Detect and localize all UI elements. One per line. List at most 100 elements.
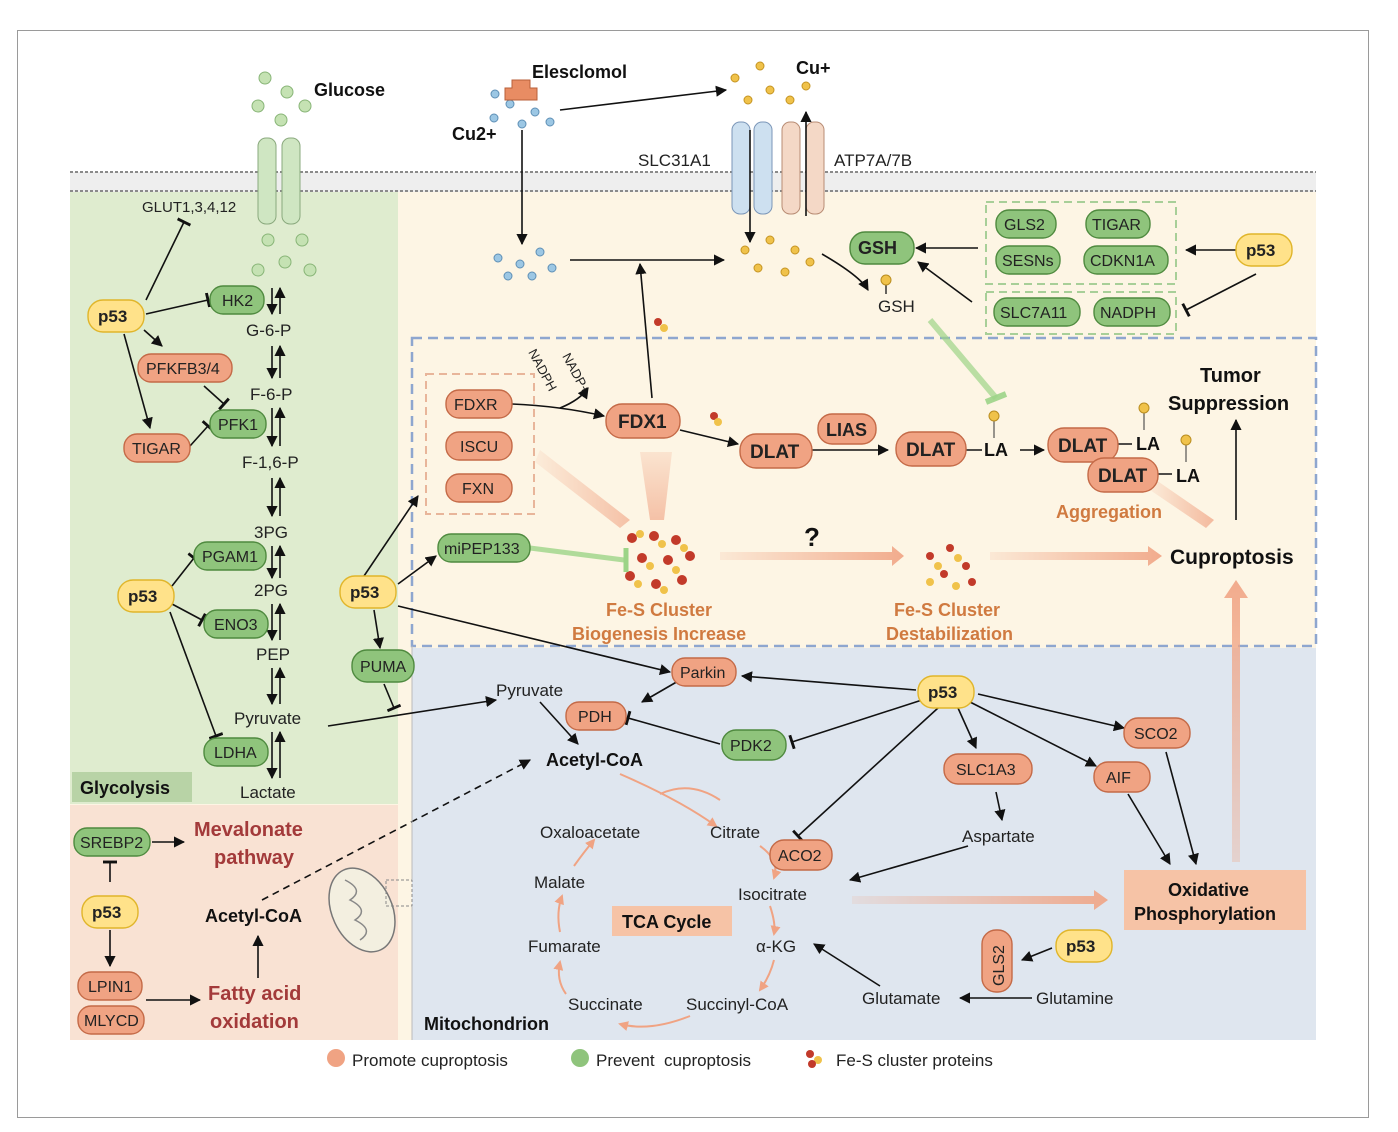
node-eno3: ENO3 xyxy=(203,609,269,639)
arrow-fes-destab xyxy=(720,546,904,566)
glucose-molecules xyxy=(251,71,317,277)
svg-text:GSH: GSH xyxy=(858,238,897,258)
node-p53-d: p53 xyxy=(339,575,397,609)
label-glucose: Glucose xyxy=(314,80,385,100)
label-fes-increase-1: Fe-S Cluster xyxy=(606,600,712,620)
node-sesns: SESNs xyxy=(995,245,1061,275)
svg-text:FXN: FXN xyxy=(462,481,494,498)
label-pep: PEP xyxy=(256,645,290,664)
arrow-aggregation-cuproptosis xyxy=(1150,480,1214,528)
node-pgam1: PGAM1 xyxy=(193,541,267,571)
node-fxn: FXN xyxy=(445,473,513,503)
svg-text:p53: p53 xyxy=(350,583,379,602)
label-question: ? xyxy=(804,522,820,552)
glycolysis-reversible-arrows xyxy=(266,286,286,780)
node-gls2-vertical: GLS2 xyxy=(981,929,1013,993)
label-fes-destab-1: Fe-S Cluster xyxy=(894,600,1000,620)
label-malate: Malate xyxy=(534,873,585,892)
node-lpin1: LPIN1 xyxy=(77,971,143,1001)
fes-cluster-icons xyxy=(625,318,976,594)
arrow-fdx1-fes xyxy=(640,452,672,520)
node-tigar-left: TIGAR xyxy=(123,433,191,463)
label-la-1: LA xyxy=(984,440,1008,460)
svg-text:LDHA: LDHA xyxy=(214,745,257,762)
node-p53-a: p53 xyxy=(87,299,145,333)
node-parkin: Parkin xyxy=(671,657,737,687)
svg-text:GLS2: GLS2 xyxy=(991,945,1008,986)
svg-text:p53: p53 xyxy=(928,683,957,702)
node-p53-g: p53 xyxy=(1055,929,1113,963)
node-pfk1: PFK1 xyxy=(209,409,267,439)
label-f6p: F-6-P xyxy=(250,385,293,404)
label-akg: α-KG xyxy=(756,937,796,956)
svg-text:p53: p53 xyxy=(128,587,157,606)
svg-text:AIF: AIF xyxy=(1106,770,1131,787)
svg-text:SESNs: SESNs xyxy=(1002,253,1054,270)
cuproptosis-dashed-box xyxy=(410,336,1318,648)
slc31a1-transporter xyxy=(731,121,773,215)
svg-text:PFKFB3/4: PFKFB3/4 xyxy=(146,361,220,378)
svg-text:SREBP2: SREBP2 xyxy=(80,835,143,852)
node-pdk2: PDK2 xyxy=(721,729,787,761)
legend-promote-swatch xyxy=(327,1049,345,1067)
label-oxphos-2: Phosphorylation xyxy=(1134,904,1276,924)
label-cu-plus: Cu+ xyxy=(796,58,831,78)
label-glutamate: Glutamate xyxy=(862,989,940,1008)
svg-text:FDX1: FDX1 xyxy=(618,412,667,433)
svg-text:CDKN1A: CDKN1A xyxy=(1090,253,1155,270)
label-citrate: Citrate xyxy=(710,823,760,842)
node-gsh: GSH xyxy=(849,231,915,265)
glycolysis-tag xyxy=(72,772,192,802)
node-dlat-2: DLAT xyxy=(895,431,967,467)
label-tca: TCA Cycle xyxy=(622,912,711,932)
label-g6p: G-6-P xyxy=(246,321,291,340)
node-pfkfb: PFKFB3/4 xyxy=(137,353,233,383)
label-la-2: LA xyxy=(1136,434,1160,454)
label-succinate: Succinate xyxy=(568,995,643,1014)
cell-membrane xyxy=(70,171,1316,192)
svg-text:DLAT: DLAT xyxy=(1058,436,1108,457)
node-aif: AIF xyxy=(1093,761,1151,793)
label-glutamine: Glutamine xyxy=(1036,989,1113,1008)
node-fdxr: FDXR xyxy=(445,389,513,419)
node-dlat-1: DLAT xyxy=(739,433,813,469)
node-puma: PUMA xyxy=(351,649,415,683)
node-lias: LIAS xyxy=(817,413,877,445)
mipep-inhibit-line xyxy=(529,545,625,563)
svg-text:FDXR: FDXR xyxy=(454,397,498,414)
label-acetyl-coa-left: Acetyl-CoA xyxy=(205,906,302,926)
node-p53-e: p53 xyxy=(1235,233,1293,267)
label-oxphos-1: Oxidative xyxy=(1168,880,1249,900)
svg-text:TIGAR: TIGAR xyxy=(132,441,181,458)
label-atp7: ATP7A/7B xyxy=(834,151,912,170)
arrow-isocitrate-oxphos xyxy=(852,890,1108,910)
label-oxaloacetate: Oxaloacetate xyxy=(540,823,640,842)
atp7-transporter xyxy=(781,121,825,215)
label-elesclomol: Elesclomol xyxy=(532,62,627,82)
label-mevalonate-1: Mevalonate xyxy=(194,819,303,841)
node-aco2: ACO2 xyxy=(769,839,833,871)
label-3pg: 3PG xyxy=(254,523,288,542)
legend-fes-label: Fe-S cluster proteins xyxy=(836,1051,993,1070)
label-fatty-acid-2: oxidation xyxy=(210,1011,299,1033)
node-slc1a3: SLC1A3 xyxy=(943,753,1033,785)
mitochondrion-region xyxy=(412,648,1316,1040)
label-fumarate: Fumarate xyxy=(528,937,601,956)
svg-text:LIAS: LIAS xyxy=(826,420,867,440)
fes-assembly-box xyxy=(425,373,535,515)
label-cu2-plus: Cu2+ xyxy=(452,124,497,144)
svg-text:DLAT: DLAT xyxy=(906,440,956,461)
label-mevalonate-2: pathway xyxy=(214,847,295,869)
svg-text:ACO2: ACO2 xyxy=(778,848,822,865)
elesclomol-icon xyxy=(504,79,538,101)
svg-text:HK2: HK2 xyxy=(222,293,253,310)
svg-text:Parkin: Parkin xyxy=(680,665,725,682)
svg-text:ISCU: ISCU xyxy=(460,439,498,456)
label-tumor-1: Tumor xyxy=(1200,365,1261,387)
node-p53-b: p53 xyxy=(117,579,175,613)
arrow-oxphos-cuproptosis xyxy=(1224,580,1248,862)
svg-text:DLAT: DLAT xyxy=(1098,466,1148,487)
node-dlat-3: DLAT xyxy=(1047,427,1119,463)
cu-plus-ions xyxy=(730,61,815,277)
svg-text:p53: p53 xyxy=(1066,937,1095,956)
